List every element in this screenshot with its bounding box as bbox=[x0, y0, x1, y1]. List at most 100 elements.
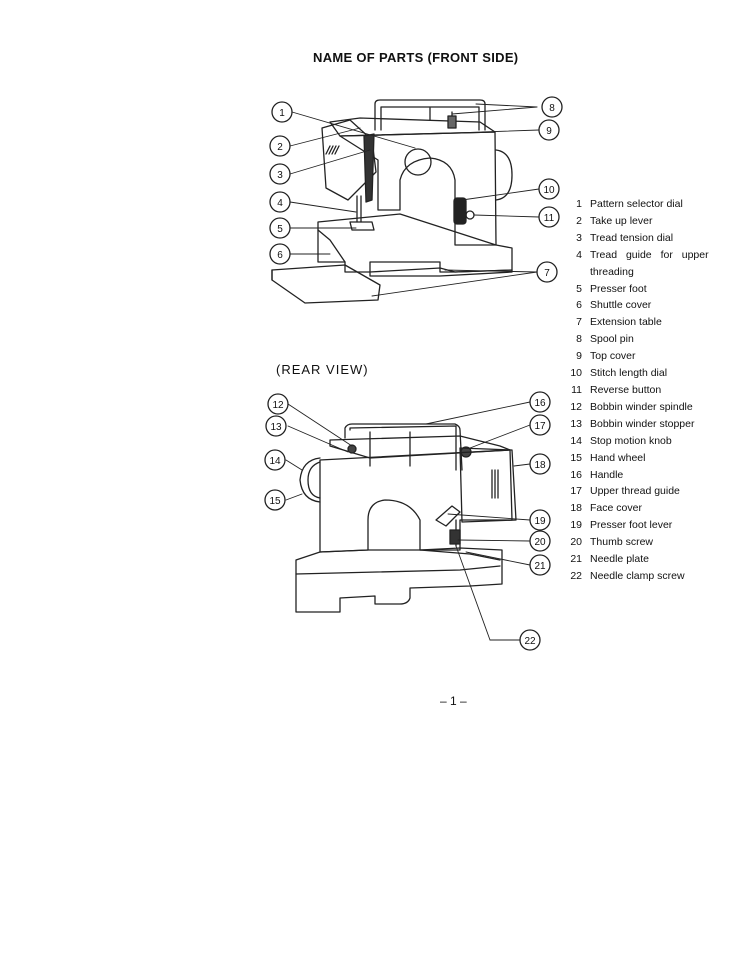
callout-number: 16 bbox=[534, 398, 546, 409]
rear-callout-lines bbox=[285, 401, 531, 641]
legend-item: 11 Reverse button bbox=[548, 382, 733, 399]
callout-number: 21 bbox=[534, 561, 546, 572]
legend-label: Shuttle cover bbox=[590, 299, 652, 312]
legend-label: Stop motion knob bbox=[590, 434, 672, 447]
legend-number: 15 bbox=[570, 451, 582, 464]
callout-number: 5 bbox=[277, 224, 283, 235]
page-title: NAME OF PARTS (FRONT SIDE) bbox=[313, 50, 519, 65]
callout-8 bbox=[541, 96, 563, 118]
legend-number: 19 bbox=[570, 519, 582, 532]
callout-19 bbox=[529, 509, 551, 531]
callout-numbers: 1 2 3 4 5 6 7 8 9 10 11 12 13 14 15 16 1… bbox=[269, 103, 555, 647]
legend-item: 1 Pattern selector dial bbox=[548, 196, 733, 213]
callout-4 bbox=[269, 191, 291, 213]
legend-label: Stitch length dial bbox=[590, 367, 668, 380]
legend-item: 13 Bobbin winder stopper bbox=[548, 416, 733, 433]
callout-number: 1 bbox=[279, 108, 285, 119]
legend-label: Tread tension dial bbox=[590, 231, 674, 244]
legend-number: 11 bbox=[571, 383, 582, 396]
legend-item: 12 Bobbin winder spindle bbox=[548, 399, 733, 416]
callout-15 bbox=[264, 489, 286, 511]
legend-label: Needle plate bbox=[590, 553, 649, 566]
callout-number: 13 bbox=[270, 422, 282, 433]
callout-21 bbox=[529, 554, 551, 576]
callout-2 bbox=[269, 135, 291, 157]
rear-machine-illustration bbox=[295, 423, 517, 613]
callout-9 bbox=[538, 119, 560, 141]
callout-14 bbox=[264, 449, 286, 471]
callout-number: 7 bbox=[544, 268, 550, 279]
legend-number: 21 bbox=[570, 553, 582, 566]
legend-number: 10 bbox=[570, 367, 582, 380]
callout-number: 11 bbox=[544, 213, 555, 224]
callout-number: 17 bbox=[534, 421, 546, 432]
legend-number: 13 bbox=[570, 417, 582, 430]
callout-22 bbox=[519, 629, 541, 651]
callout-number: 18 bbox=[534, 460, 546, 471]
legend-label: Bobbin winder spindle bbox=[590, 400, 693, 413]
legend-label: Pattern selector dial bbox=[590, 198, 683, 210]
callout-number: 14 bbox=[269, 456, 281, 467]
front-machine-illustration bbox=[271, 99, 513, 304]
legend-item: 21 Needle plate bbox=[548, 551, 733, 568]
callout-number: 20 bbox=[534, 537, 546, 548]
legend-label: Presser foot lever bbox=[590, 519, 673, 532]
legend-label: Top cover bbox=[590, 350, 636, 363]
legend-number: 7 bbox=[576, 316, 582, 329]
front-callout-lines bbox=[289, 103, 540, 297]
legend-item: 5 Presser foot bbox=[548, 281, 733, 298]
legend-label: Face cover bbox=[590, 502, 642, 515]
callout-number: 4 bbox=[277, 198, 283, 209]
legend-number: 3 bbox=[576, 231, 582, 244]
legend-number: 17 bbox=[570, 485, 582, 498]
callout-16 bbox=[529, 391, 551, 413]
legend-number: 14 bbox=[570, 434, 582, 447]
legend-label: Reverse button bbox=[590, 383, 662, 396]
legend-item: 19 Presser foot lever bbox=[548, 517, 733, 534]
legend-number: 1 bbox=[576, 198, 582, 210]
legend-label: Handle bbox=[590, 468, 624, 481]
legend-item: 4 Tread guide for upper bbox=[548, 247, 733, 264]
callout-number: 6 bbox=[277, 250, 283, 261]
legend-label: Presser foot bbox=[590, 282, 647, 295]
callout-number: 9 bbox=[546, 126, 552, 137]
callout-number: 19 bbox=[534, 516, 546, 527]
page-number: – 1 – bbox=[440, 694, 467, 708]
legend-label: Bobbin winder stopper bbox=[590, 417, 695, 430]
legend-number: 4 bbox=[576, 248, 582, 261]
legend-label: Upper thread guide bbox=[590, 485, 680, 498]
legend-item: 15 Hand wheel bbox=[548, 450, 733, 467]
callout-1 bbox=[271, 101, 293, 123]
legend-item: 14 Stop motion knob bbox=[548, 433, 733, 450]
callout-number: 15 bbox=[269, 496, 281, 507]
callout-number: 22 bbox=[524, 636, 536, 647]
legend-item: 10 Stitch length dial bbox=[548, 365, 733, 382]
callout-number: 10 bbox=[543, 185, 555, 196]
legend-number: 20 bbox=[570, 536, 582, 549]
legend-number: 2 bbox=[576, 214, 582, 227]
callout-20 bbox=[529, 530, 551, 552]
legend-label: Spool pin bbox=[590, 333, 634, 346]
legend-number: 22 bbox=[570, 569, 582, 582]
callout-3 bbox=[269, 163, 291, 185]
callout-11 bbox=[538, 206, 560, 228]
callout-circles bbox=[264, 96, 563, 651]
callout-number: 8 bbox=[549, 103, 555, 114]
legend-label: Tread guide for upper bbox=[590, 248, 709, 261]
callout-6 bbox=[269, 243, 291, 265]
legend-label: Hand wheel bbox=[590, 451, 646, 464]
legend-number: 5 bbox=[576, 282, 582, 295]
rear-view-heading: (REAR VIEW) bbox=[276, 362, 369, 377]
callout-13 bbox=[265, 415, 287, 437]
legend-label: Thumb screw bbox=[590, 536, 654, 549]
callout-18 bbox=[529, 453, 551, 475]
legend-number: 12 bbox=[570, 400, 582, 413]
